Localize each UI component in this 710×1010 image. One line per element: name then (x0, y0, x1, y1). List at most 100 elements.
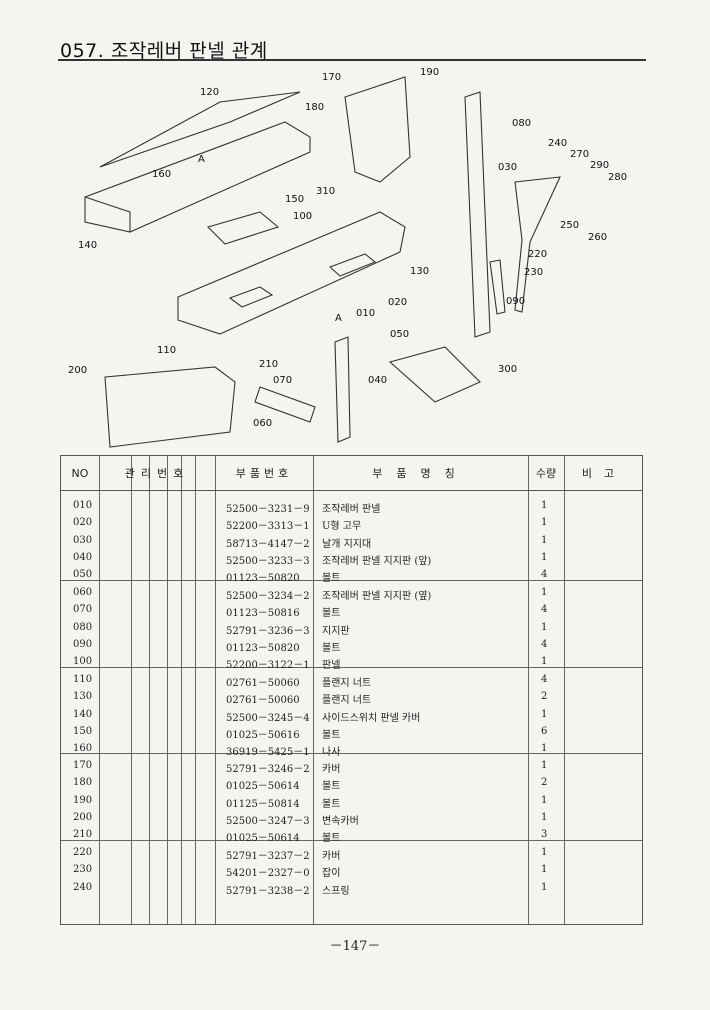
row-no: 240 (73, 881, 93, 893)
row-part-name: 볼트 (322, 833, 341, 845)
label-300: 300 (498, 364, 517, 375)
row-part-no: 01123－50820 (226, 573, 300, 585)
part-100-shape (206, 211, 280, 245)
row-part-no: 52500－3247－3 (226, 815, 310, 827)
row-part-no: 54201－2327－0 (226, 868, 310, 880)
row-part-name: 플랜지 너트 (322, 695, 372, 707)
row-no: 230 (73, 864, 93, 876)
label-060: 060 (253, 418, 272, 429)
header-part-name: 부품명칭 (372, 467, 469, 480)
row-qty: 4 (541, 638, 548, 650)
header-remarks: 비고 (581, 467, 627, 480)
page-title: 057. 조작레버 판넬 관계 (60, 40, 268, 62)
label-260: 260 (588, 232, 607, 243)
row-part-name: 날개 지지대 (322, 538, 372, 550)
row-no: 040 (73, 551, 93, 563)
exploded-parts-diagram: 190 170 120 180 080 240 270 290 280 030 … (60, 62, 660, 454)
header-no: NO (71, 466, 89, 480)
row-no: 190 (73, 794, 93, 806)
row-qty: 1 (541, 551, 548, 563)
label-010: 010 (356, 308, 375, 319)
row-qty: 1 (541, 517, 548, 529)
label-250: 250 (560, 220, 579, 231)
row-part-no: 52500－3231－9 (226, 504, 310, 515)
group-rule (61, 667, 642, 668)
label-140: 140 (78, 240, 97, 251)
row-part-name: 볼트 (322, 573, 341, 585)
col-sep (181, 456, 182, 924)
col-sep (313, 456, 314, 924)
row-no: 020 (73, 517, 93, 529)
label-160: 160 (152, 169, 171, 180)
row-part-no: 52500－3234－2 (226, 591, 310, 602)
row-part-name: 판넬 (322, 660, 341, 672)
row-no: 080 (73, 621, 93, 633)
label-070: 070 (273, 375, 292, 386)
label-270: 270 (570, 149, 589, 160)
label-100: 100 (293, 211, 312, 222)
part-060-shape (254, 386, 316, 423)
row-part-name: 나사 (322, 747, 341, 759)
header-part-no: 부품번호 (235, 467, 293, 480)
row-qty: 1 (541, 847, 548, 858)
label-020: 020 (388, 297, 407, 308)
label-240: 240 (548, 138, 567, 149)
row-part-name: 카버 (322, 851, 341, 862)
row-part-name: 볼트 (322, 642, 341, 654)
row-no: 010 (73, 500, 93, 511)
row-part-no: 52791－3237－2 (226, 851, 310, 862)
label-040: 040 (368, 375, 387, 386)
row-part-no: 01123－50816 (226, 608, 300, 620)
row-qty: 4 (541, 674, 548, 685)
label-090: 090 (506, 296, 525, 307)
label-080: 080 (512, 118, 531, 129)
label-180: 180 (305, 102, 324, 113)
row-part-no: 01025－50614 (226, 781, 300, 793)
row-qty: 1 (541, 500, 548, 511)
row-part-no: 52500－3245－4 (226, 712, 310, 724)
part-010-shape (177, 211, 406, 335)
group-rule (61, 753, 642, 754)
row-no: 200 (73, 811, 93, 823)
row-part-no: 36919－5425－1 (226, 747, 310, 759)
page-number: －147－ (329, 939, 381, 954)
row-part-no: 01125－50814 (226, 798, 300, 810)
label-200: 200 (68, 365, 87, 376)
row-qty: 1 (541, 794, 548, 806)
header-qty: 수량 (535, 467, 557, 480)
row-part-no: 58713－4147－2 (226, 538, 310, 550)
row-no: 130 (73, 691, 93, 703)
row-qty: 1 (541, 864, 548, 876)
diagram-svg: 190 170 120 180 080 240 270 290 280 030 … (68, 67, 627, 448)
row-qty: 1 (541, 743, 548, 755)
col-sep (149, 456, 150, 924)
row-part-name: 볼트 (322, 729, 341, 741)
row-part-name: 볼트 (322, 608, 341, 620)
row-qty: 1 (541, 587, 548, 598)
label-190: 190 (420, 67, 439, 78)
row-no: 090 (73, 638, 93, 650)
label-110: 110 (157, 345, 176, 356)
part-220-shape (514, 176, 561, 313)
label-210: 210 (259, 359, 278, 370)
label-170: 170 (322, 72, 341, 83)
row-qty: 6 (541, 725, 548, 737)
row-part-no: 52791－3246－2 (226, 764, 310, 775)
row-qty: 1 (541, 760, 548, 771)
row-qty: 4 (541, 569, 548, 581)
